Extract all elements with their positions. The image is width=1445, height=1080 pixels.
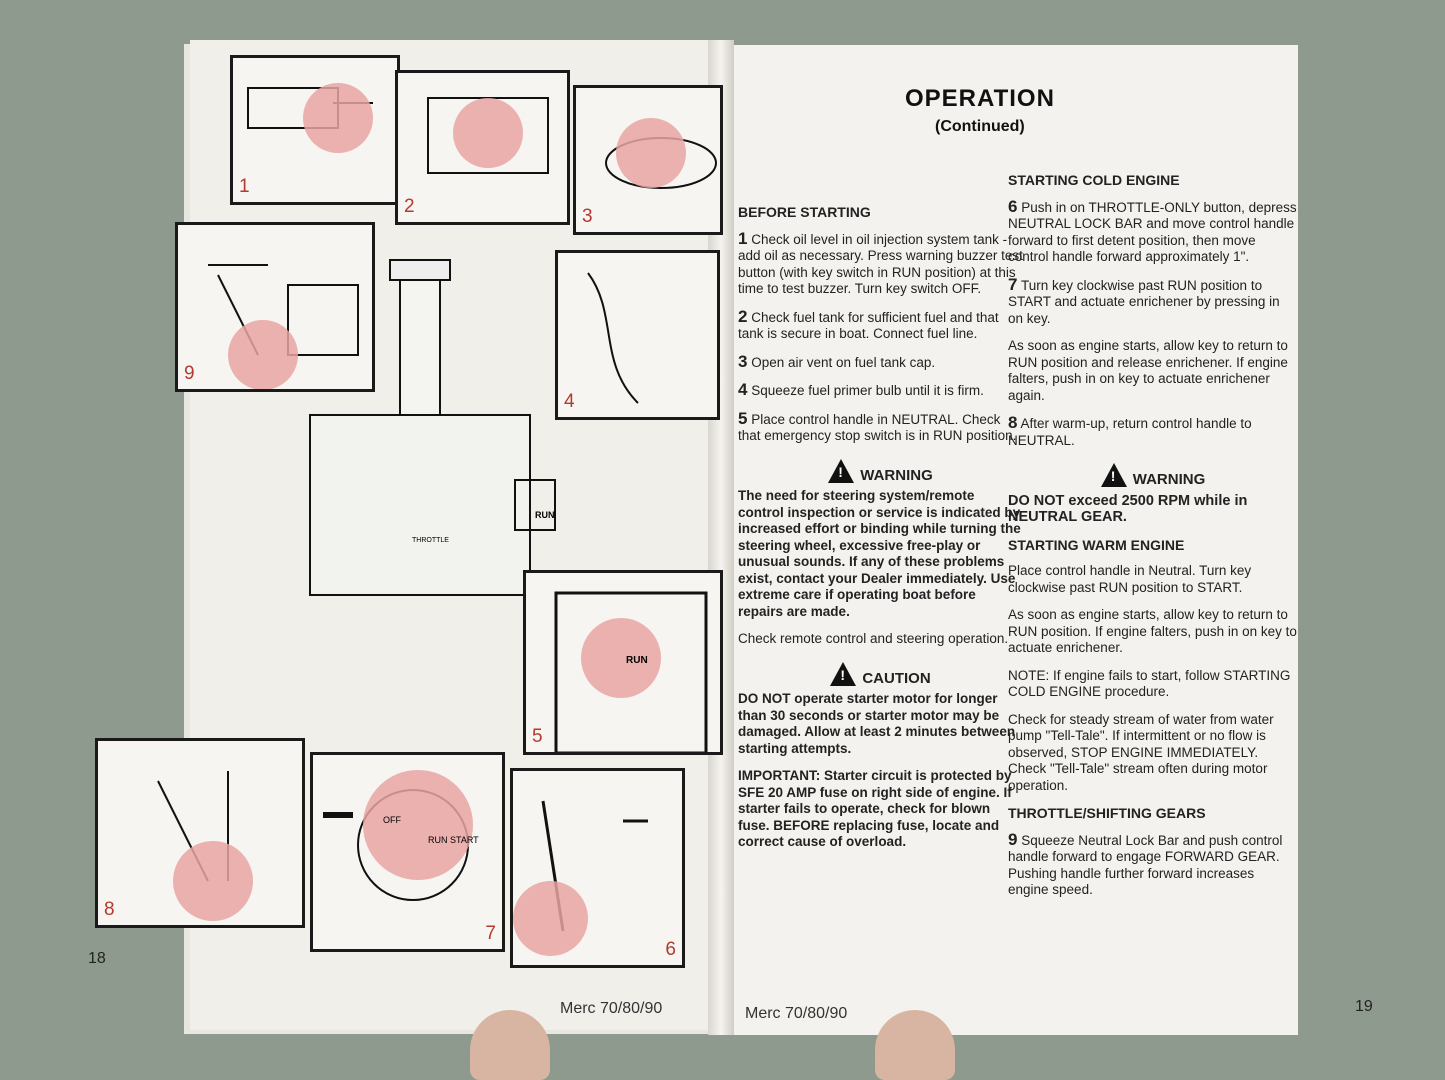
illustration-panel-7: OFF RUN START 7: [310, 752, 505, 952]
illustration-panel-5: RUN 5: [523, 570, 723, 755]
remote-control-illustration: RUN THROTTLE: [300, 255, 560, 615]
important-text: IMPORTANT: Starter circuit is protected …: [738, 768, 1012, 849]
warning-icon: [1100, 463, 1127, 487]
before-starting-column: BEFORE STARTING 1 Check oil level in oil…: [738, 200, 1023, 862]
warning-header: WARNING: [1008, 463, 1298, 489]
page-number-right: 19: [1355, 998, 1373, 1015]
page-subtitle: (Continued): [935, 118, 1025, 135]
step-5: 5 Place control handle in NEUTRAL. Check…: [738, 408, 1017, 444]
panel-number: 2: [404, 196, 415, 217]
panel-number: 1: [239, 176, 250, 197]
warning-header: WARNING: [738, 458, 1023, 485]
thumb-left: [470, 1010, 550, 1080]
step-7: 7 Turn key clockwise past RUN position t…: [1008, 274, 1280, 326]
warm-note: NOTE: If engine fails to start, follow S…: [1008, 667, 1291, 700]
illustration-panel-9: 9: [175, 222, 375, 392]
page-title: OPERATION: [905, 85, 1055, 112]
footer-left: Merc 70/80/90: [560, 1000, 663, 1017]
panel-number: 6: [665, 939, 676, 960]
illustration-panel-3: 3: [573, 85, 723, 235]
section-heading: THROTTLE/SHIFTING GEARS: [1008, 805, 1206, 821]
warning-icon: [828, 458, 855, 483]
panel-number: 5: [532, 726, 543, 747]
right-page: [718, 45, 1298, 1035]
step-2: 2 Check fuel tank for sufficient fuel an…: [738, 306, 999, 342]
starting-cold-column: STARTING COLD ENGINE 6 Push in on THROTT…: [1008, 168, 1298, 910]
step-8: 8 After warm-up, return control handle t…: [1008, 413, 1252, 448]
run-start-label: RUN START: [428, 835, 479, 845]
step-3: 3 Open air vent on fuel tank cap.: [738, 351, 936, 371]
footer-right: Merc 70/80/90: [745, 1005, 848, 1022]
warning-text: DO NOT exceed 2500 RPM while in NEUTRAL …: [1008, 492, 1248, 526]
panel-number: 8: [104, 899, 115, 920]
caution-icon: [830, 661, 857, 686]
panel-number: 4: [564, 391, 575, 412]
illustration-panel-6: 6: [510, 768, 685, 968]
as-soon-text: As soon as engine starts, allow key to r…: [1008, 338, 1288, 403]
step-6: 6 Push in on THROTTLE-ONLY button, depre…: [1008, 196, 1297, 265]
illustration-panel-4: 4: [555, 250, 720, 420]
illustration-panel-1: 1: [230, 55, 400, 205]
section-heading: STARTING WARM ENGINE: [1008, 536, 1185, 553]
run-label: RUN: [535, 510, 555, 520]
page-number-left: 18: [88, 950, 106, 967]
panel-number: 7: [485, 923, 496, 944]
run-label: RUN: [626, 655, 648, 666]
caution-header: CAUTION: [738, 661, 1023, 688]
caution-text: DO NOT operate starter motor for longer …: [738, 691, 1016, 756]
section-heading: BEFORE STARTING: [738, 204, 871, 220]
check-text: Check remote control and steering operat…: [738, 631, 1009, 646]
panel-number: 9: [184, 363, 195, 384]
illustration-panel-8: 8: [95, 738, 305, 928]
off-label: OFF: [383, 815, 401, 825]
illustration-panel-2: 2: [395, 70, 570, 225]
warning-text: The need for steering system/remote cont…: [738, 488, 1021, 619]
warm-text-2: As soon as engine starts, allow key to r…: [1008, 607, 1297, 655]
thumb-right: [875, 1010, 955, 1080]
warm-text-3: Check for steady stream of water from wa…: [1008, 711, 1274, 793]
section-heading: STARTING COLD ENGINE: [1008, 172, 1180, 188]
throttle-label: THROTTLE: [412, 537, 449, 544]
panel-number: 3: [582, 206, 593, 227]
step-1: 1 Check oil level in oil injection syste…: [738, 228, 1023, 297]
warm-text-1: Place control handle in Neutral. Turn ke…: [1008, 563, 1252, 595]
step-4: 4 Squeeze fuel primer bulb until it is f…: [738, 380, 984, 399]
step-9: 9 Squeeze Neutral Lock Bar and push cont…: [1008, 829, 1283, 898]
